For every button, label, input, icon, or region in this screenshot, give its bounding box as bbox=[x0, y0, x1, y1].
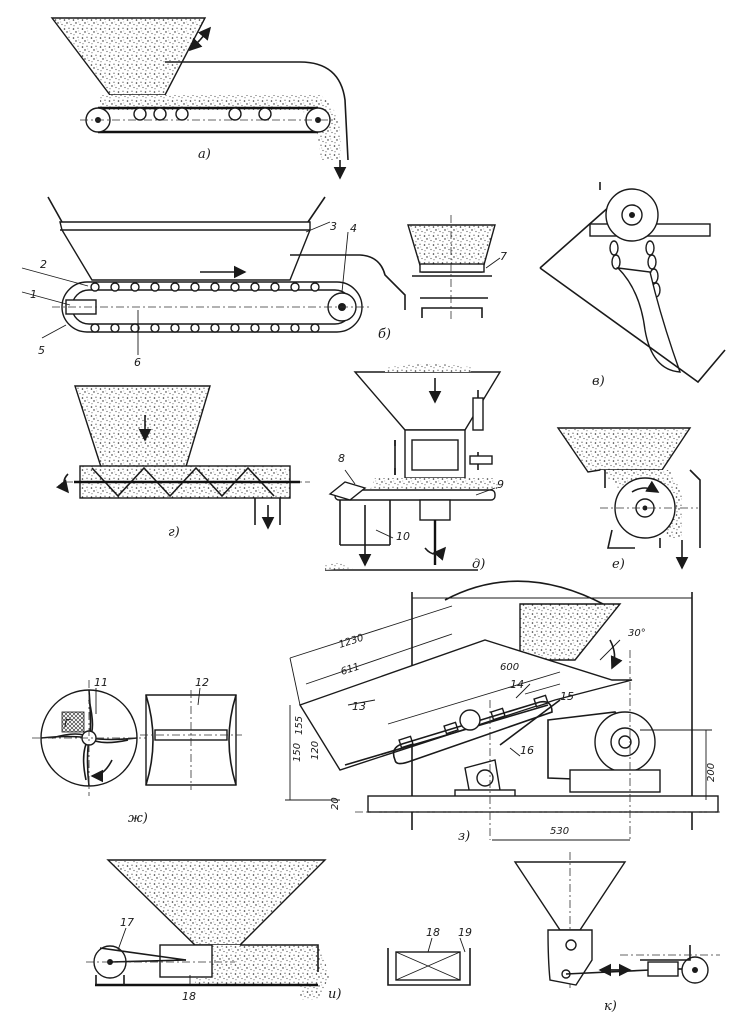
dim-155: 155 bbox=[294, 716, 305, 735]
caption-b: б) bbox=[378, 327, 391, 342]
panel-k-sector-feeder: к) bbox=[513, 852, 720, 1014]
caption-k: к) bbox=[604, 999, 617, 1014]
motor-z bbox=[569, 769, 661, 793]
dim-120: 120 bbox=[310, 741, 321, 760]
dim-600: 600 bbox=[500, 662, 519, 673]
dim-611: 611 bbox=[340, 661, 362, 677]
disk-material-d bbox=[370, 478, 500, 490]
callout-15: 15 bbox=[560, 690, 574, 703]
inset-letter-zh: Г bbox=[64, 717, 71, 730]
dim-200: 200 bbox=[706, 763, 717, 782]
chain-rollers-b bbox=[90, 282, 320, 333]
callout-16: 16 bbox=[520, 744, 534, 757]
hopper-i bbox=[106, 859, 327, 946]
caption-i: и) bbox=[328, 987, 341, 1002]
panel-zh-vane-feeder: Г 11 12 ж) bbox=[32, 676, 242, 826]
curtain-blade-v bbox=[616, 267, 682, 373]
panel-e-drum-feeder: е) bbox=[556, 427, 701, 572]
panel-i-plate-feeder: 17 18 и) 18 19 bbox=[86, 859, 472, 1003]
callout-3: 3 bbox=[330, 220, 337, 233]
base-frame-z bbox=[367, 795, 719, 813]
callout-12: 12 bbox=[195, 676, 209, 689]
callout-4: 4 bbox=[350, 222, 357, 235]
callout-6: 6 bbox=[134, 356, 141, 369]
dim-1230: 1230 bbox=[338, 633, 366, 651]
caption-g: г) bbox=[168, 525, 180, 540]
caption-a: а) bbox=[198, 147, 211, 162]
dim-30-deg: 30° bbox=[628, 628, 646, 639]
callout-2: 2 bbox=[40, 258, 47, 271]
hopper-a bbox=[50, 17, 207, 96]
dim-150: 150 bbox=[292, 743, 303, 762]
callout-14: 14 bbox=[510, 678, 524, 691]
callout-13: 13 bbox=[352, 700, 366, 713]
hopper-z bbox=[519, 603, 622, 661]
panel-v-chain-curtain: в) bbox=[539, 182, 726, 389]
caption-zh: ж) bbox=[128, 811, 148, 826]
callout-9: 9 bbox=[497, 478, 504, 491]
caption-d: д) bbox=[472, 557, 485, 572]
panel-g-screw-feeder: г) bbox=[56, 385, 310, 540]
dim-20: 20 bbox=[330, 797, 341, 810]
material-stream-a bbox=[100, 95, 341, 160]
callout-18b: 18 bbox=[426, 926, 440, 939]
callout-11: 11 bbox=[94, 676, 108, 689]
callout-7: 7 bbox=[500, 250, 507, 263]
panel-z-vibrating-feeder: 1230 611 600 30° 155 120 150 20 200 530 … bbox=[285, 580, 722, 844]
vibrating-tray-z bbox=[298, 639, 633, 771]
sector-gate-k bbox=[547, 929, 593, 986]
callout-19: 19 bbox=[458, 926, 472, 939]
callout-17: 17 bbox=[120, 916, 134, 929]
dim-530: 530 bbox=[550, 826, 569, 837]
scraper-d bbox=[328, 481, 367, 501]
panel-a-belt-feeder: а) bbox=[50, 17, 349, 180]
callout-5: 5 bbox=[38, 344, 45, 357]
panel-d-disk-feeder: 8 9 10 д) bbox=[325, 364, 504, 572]
callout-8: 8 bbox=[338, 452, 345, 465]
panel-b-apron-feeder: 1 2 3 4 5 6 б) bbox=[21, 196, 406, 369]
chain-curtain-v bbox=[609, 240, 661, 298]
caption-e: е) bbox=[612, 557, 625, 572]
material-cell-zh bbox=[61, 711, 85, 733]
panel-b2-flap-gate: 7 bbox=[407, 215, 507, 320]
hopper-g bbox=[74, 385, 211, 471]
hopper-e bbox=[556, 427, 692, 473]
callout-1: 1 bbox=[30, 288, 37, 301]
vane-rotor-side-view bbox=[140, 690, 242, 790]
caption-z: з) bbox=[458, 829, 470, 844]
callout-10: 10 bbox=[396, 530, 410, 543]
plate-section-i bbox=[387, 948, 471, 986]
caption-v: в) bbox=[592, 374, 605, 389]
callout-18: 18 bbox=[182, 990, 196, 1003]
